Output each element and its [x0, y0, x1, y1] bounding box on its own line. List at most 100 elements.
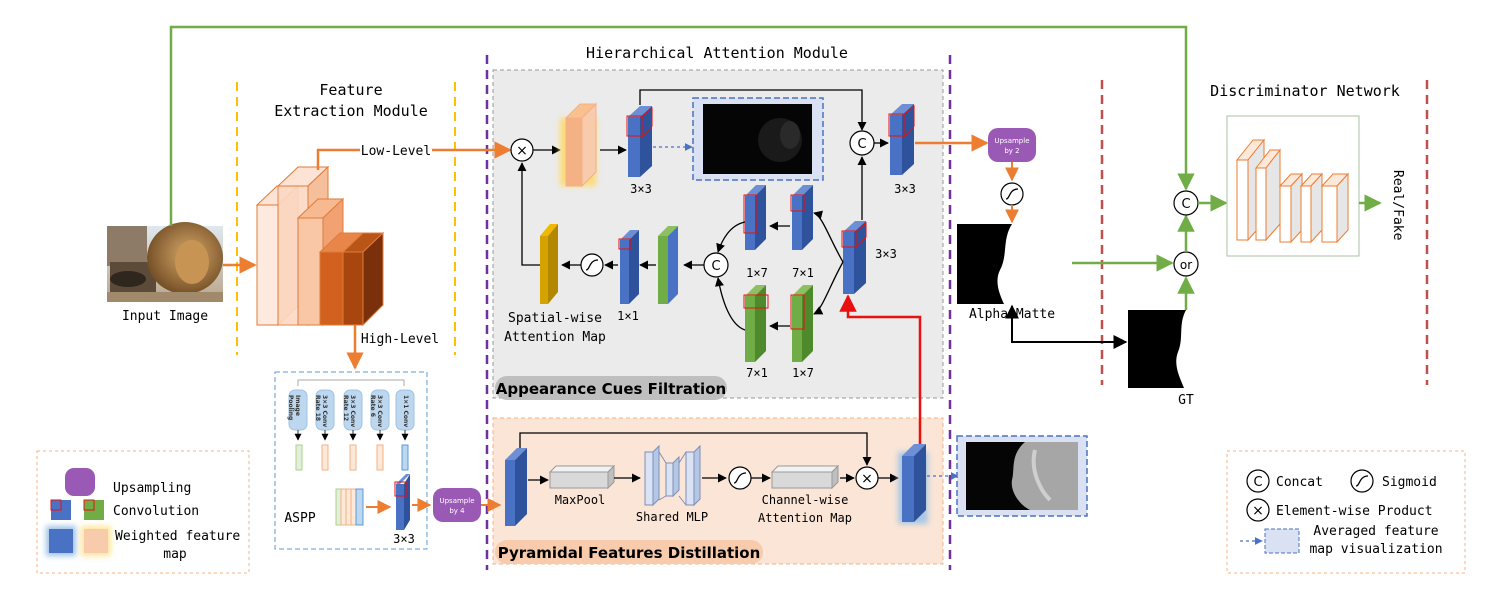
conv-1x7-lower [790, 285, 813, 362]
legend-upsampling-label: Upsampling [113, 481, 191, 496]
conv-block-top [626, 106, 653, 177]
svg-text:or: or [1180, 258, 1192, 272]
concat-op-discriminator: C [1173, 190, 1199, 216]
legend-kernel-marker [83, 499, 95, 511]
aspp-label: ASPP [284, 511, 315, 526]
conv-center-label: 3×3 [875, 247, 897, 261]
legend-upsampling-icon [65, 468, 95, 496]
upsample-by4-badge: Upsample by 4 [433, 488, 481, 522]
svg-text:3×3 ConvRate 6: 3×3 ConvRate 6 [369, 395, 383, 427]
conv-top-label: 3×3 [630, 182, 652, 196]
shared-mlp-label: Shared MLP [636, 510, 708, 524]
low-level-label: Low-Level [361, 144, 431, 159]
backbone-blocks [255, 165, 385, 327]
conv-block-center [841, 221, 867, 294]
maxpool-block [548, 464, 616, 490]
svg-text:3×3 ConvRate 12: 3×3 ConvRate 12 [342, 395, 356, 427]
input-image-label: Input Image [122, 309, 208, 324]
input-image [107, 222, 223, 302]
svg-text:Upsample: Upsample [994, 137, 1029, 145]
skip-connection-arrow [639, 89, 867, 131]
legend-weighted-blue-icon [46, 526, 76, 556]
legend-sigmoid-icon [1350, 469, 1374, 493]
conv-7x1-lower [743, 285, 769, 362]
conv-1x1-block [618, 230, 639, 304]
aspp-concat-stack [335, 488, 364, 526]
pyramidal-features-title: Pyramidal Features Distillation [495, 540, 763, 564]
aspp-conv-label: 3×3 [393, 532, 415, 546]
conv-1x7-upper [743, 185, 766, 250]
feature-visualization-top [692, 97, 824, 181]
legend-kernel-marker [50, 499, 62, 511]
or-op: or [1173, 251, 1199, 277]
legend-averaged-icon [1264, 528, 1300, 554]
svg-text:by 2: by 2 [1004, 147, 1019, 155]
legend-weighted-label-2: map [163, 547, 187, 562]
spatial-map-label-2: Attention Map [504, 330, 606, 345]
appearance-cues-title: Appearance Cues Filtration [495, 376, 727, 400]
real-fake-label: Real/Fake [1390, 170, 1405, 241]
discriminator-network [1226, 115, 1360, 257]
branch-arrow-down [813, 261, 844, 315]
alpha-gt-compare-arrow [1005, 304, 1128, 349]
channel-map-label-1: Channel-wise [762, 493, 849, 507]
merge-upper-arrow [716, 221, 746, 253]
legend-weighted-orange-icon [81, 526, 111, 556]
feature-visualization-pfd [956, 435, 1088, 517]
conv-block-concat [888, 104, 915, 175]
hierarchical-attention-title: Hierarchical Attention Module [586, 44, 848, 62]
legend-product-icon: × [1246, 498, 1270, 522]
aspp-conv-block [394, 474, 410, 530]
svg-text:Upsample: Upsample [439, 497, 474, 505]
legend-convolution-label: Convolution [113, 504, 199, 519]
discriminator-title: Discriminator Network [1210, 82, 1400, 100]
upsample-by2-badge: Upsample by 2 [988, 128, 1036, 162]
merge-lower-arrow [714, 277, 746, 331]
conv-1x7-upper-label: 1×7 [746, 266, 768, 280]
gt-label: GT [1178, 393, 1194, 408]
sigmoid-op-pfd [728, 466, 752, 490]
svg-text:1×1 Conv: 1×1 Conv [402, 395, 409, 427]
legend-product-label: Element-wise Product [1276, 504, 1433, 519]
legend-concat-icon: C [1246, 469, 1270, 493]
conv-7x1-upper [790, 185, 813, 250]
feature-extraction-title-1: Feature [319, 81, 382, 99]
spatial-map-to-product-arrow [517, 162, 540, 266]
gt-image [1128, 310, 1246, 388]
svg-text:3×3 ConvRate 18: 3×3 ConvRate 18 [314, 395, 328, 427]
maxpool-label: MaxPool [555, 493, 606, 507]
svg-text:×: × [861, 471, 873, 487]
concat-op-middle: C [703, 252, 729, 278]
concat-op-top: C [849, 130, 875, 156]
conv-7x1-upper-label: 7×1 [792, 266, 814, 280]
legend-concat-label: Concat [1276, 475, 1323, 490]
feature-extraction-title-2: Extraction Module [274, 102, 428, 120]
conv-concat-label: 3×3 [894, 182, 916, 196]
element-product-op-pfd: × [855, 466, 879, 490]
pfd-to-acf-arrow [839, 294, 922, 444]
svg-text:×: × [516, 143, 528, 159]
sigmoid-op-output [1000, 182, 1024, 206]
svg-text:C: C [1181, 197, 1190, 212]
spatial-attention-map [540, 224, 558, 304]
legend-sigmoid-label: Sigmoid [1382, 475, 1437, 490]
conv-1x1-label: 1×1 [617, 309, 639, 323]
element-product-op-top: × [510, 138, 534, 162]
weighted-feature-map-orange [560, 102, 598, 188]
svg-text:Appearance Cues Filtration: Appearance Cues Filtration [496, 380, 726, 398]
legend-averaged-label-1: Averaged feature [1313, 524, 1438, 539]
spatial-map-label-1: Spatial-wise [508, 311, 602, 326]
concat-feature-block [658, 226, 678, 304]
aspp-branch-labels: ImagePooling 3×3 ConvRate 18 3×3 ConvRat… [287, 395, 409, 427]
high-level-label: High-Level [361, 332, 439, 347]
svg-text:×: × [1252, 503, 1264, 519]
alpha-matte-image [957, 224, 1072, 304]
channel-map-label-2: Attention Map [758, 511, 852, 525]
conv-1x7-lower-label: 1×7 [792, 366, 814, 380]
legend-weighted-label-1: Weighted feature [115, 529, 240, 544]
image-to-discriminator-arrow [169, 25, 1195, 226]
conv-7x1-lower-label: 7×1 [746, 366, 768, 380]
svg-text:C: C [711, 259, 720, 274]
aspp-branches [288, 379, 415, 471]
